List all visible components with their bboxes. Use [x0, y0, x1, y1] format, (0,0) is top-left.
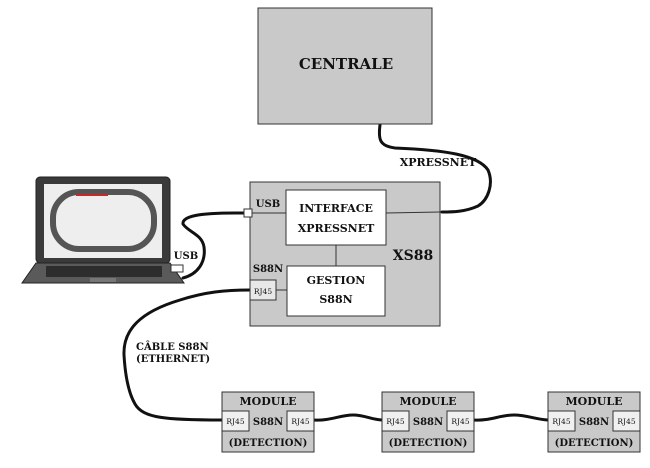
laptop-icon — [21, 176, 185, 284]
module-3: MODULE RJ45 RJ45 S88N (DETECTION) — [547, 391, 641, 453]
module-middle: S88N — [579, 417, 609, 428]
module-rj45-right-label: RJ45 — [451, 417, 469, 426]
interface-line2: XPRESSNET — [298, 222, 375, 235]
module-rj45-left — [221, 410, 250, 432]
cable-label-line1: CÂBLE S88N — [136, 341, 209, 353]
module-rj45-left — [381, 410, 410, 432]
module-title: MODULE — [399, 395, 456, 408]
xpressnet-cable — [377, 123, 492, 214]
track-oval — [50, 189, 157, 252]
gestion-s88n-box — [286, 265, 386, 317]
module-rj45-left-label: RJ45 — [386, 417, 404, 426]
xs88-label: XS88 — [393, 248, 433, 264]
module-title: MODULE — [239, 395, 296, 408]
module-middle: S88N — [413, 417, 443, 428]
module-rj45-left-label: RJ45 — [552, 417, 570, 426]
laptop-usb-plug — [170, 264, 184, 273]
module-footer: (DETECTION) — [389, 438, 468, 449]
xs88-unit: INTERFACE XPRESSNET GESTION S88N XS88 US… — [243, 181, 441, 327]
usb-cable — [181, 211, 246, 280]
cables — [122, 123, 551, 422]
module-rj45-right-label: RJ45 — [617, 417, 635, 426]
module-footer: (DETECTION) — [229, 438, 308, 449]
interface-xpressnet-port-line — [385, 211, 441, 214]
module-rj45-right — [446, 410, 475, 432]
gestion-line1: GESTION — [307, 274, 366, 287]
module-2: MODULE RJ45 RJ45 S88N (DETECTION) — [381, 391, 475, 453]
module-rj45-right-label: RJ45 — [291, 417, 309, 426]
laptop-touchpad — [90, 278, 116, 282]
module-rj45-right — [612, 410, 641, 432]
s88n-ethernet-cable — [122, 288, 252, 422]
xpressnet-link-label: XPRESSNET — [400, 156, 477, 169]
module-title: MODULE — [565, 395, 622, 408]
module-footer: (DETECTION) — [555, 438, 634, 449]
usb-link-label: USB — [174, 251, 198, 262]
usb-port — [243, 208, 253, 218]
module-rj45-left — [547, 410, 576, 432]
interface-line1: INTERFACE — [299, 202, 373, 215]
centrale-box — [257, 7, 433, 125]
laptop-keyboard — [46, 266, 162, 277]
module-middle: S88N — [253, 417, 283, 428]
module-1: MODULE RJ45 RJ45 S88N (DETECTION) — [221, 391, 315, 453]
gestion-line2: S88N — [319, 293, 352, 306]
module-link-1-2 — [312, 413, 385, 422]
xs88-rj45-label: RJ45 — [254, 287, 272, 296]
module-rj45-left-label: RJ45 — [226, 417, 244, 426]
centrale-label: CENTRALE — [299, 55, 393, 73]
centrale-unit: CENTRALE — [257, 7, 433, 125]
interface-xpressnet-box — [285, 189, 387, 246]
xs88-usb-label: USB — [256, 199, 280, 210]
xs88-s88n-label: S88N — [253, 264, 283, 275]
module-rj45-right — [286, 410, 315, 432]
module-link-2-3 — [472, 413, 551, 422]
cable-label-line2: (ETHERNET) — [136, 354, 210, 365]
